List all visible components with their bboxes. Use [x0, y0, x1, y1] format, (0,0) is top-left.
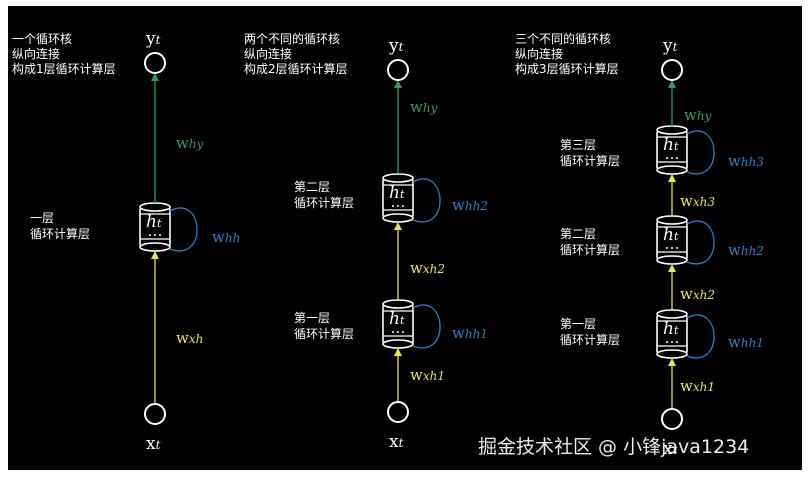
weight-whh-c1-1: whh: [212, 228, 241, 246]
cell-dot-c2-l1: [392, 331, 394, 333]
caption-col2: 两个不同的循环核纵向连接构成2层循环计算层: [244, 32, 348, 76]
cell-dot-c1-l1: [149, 234, 151, 236]
weight-wxh-c2-2: wxh2: [410, 259, 445, 277]
recurrent-loop-c3-l2: [686, 220, 715, 265]
cell-dot-c3-l3: [666, 157, 668, 159]
cell-dot-c1-l1: [154, 234, 156, 236]
input-label-c2: xt: [389, 432, 404, 452]
input-node-c3: [661, 408, 683, 430]
cell-dot-c1-l1: [159, 234, 161, 236]
cell-state-label-c2-l2: ht: [389, 183, 405, 203]
cell-dot-c2-l2: [397, 205, 399, 207]
cell-dot-c2-l2: [392, 205, 394, 207]
layer-label-col3-1: 第一层循环计算层: [560, 317, 621, 347]
cell-state-label-c3-l3: ht: [663, 135, 679, 155]
recurrent-loop-c2-l1: [412, 304, 441, 349]
layer-label-col3-3: 第三层循环计算层: [560, 138, 621, 168]
cell-bottom-c3-l2: [656, 255, 688, 265]
weight-why-c3: why: [684, 106, 712, 124]
weight-wxh-c3-2: wxh2: [680, 285, 715, 303]
weight-why-c1: why: [176, 134, 204, 152]
cell-bottom-c3-l1: [656, 349, 688, 359]
weight-wxh-c2-1: wxh1: [410, 366, 445, 384]
output-label-c1: yt: [146, 29, 161, 49]
cell-dot-c3-l2: [676, 247, 678, 249]
cell-bottom-c3-l3: [656, 165, 688, 175]
recurrent-loop-c3-l1: [686, 314, 715, 359]
cell-dot-c3-l2: [671, 247, 673, 249]
layer-label-col2-1: 第一层循环计算层: [294, 311, 355, 341]
output-label-c2: yt: [389, 36, 404, 56]
input-label-c1: xt: [146, 434, 161, 454]
cell-top-c3-l1: [656, 309, 688, 319]
layer-label-col2-2: 第二层循环计算层: [294, 180, 355, 210]
cell-dot-c2-l2: [402, 205, 404, 207]
output-node-c1: [144, 52, 166, 74]
recurrent-loop-c1-l1: [169, 207, 198, 252]
cell-top-c1-l1: [139, 202, 171, 212]
diagram-canvas: 一个循环核纵向连接构成1层循环计算层 一层循环计算层 两个不同的循环核纵向连接构…: [8, 6, 802, 470]
cell-dot-c3-l1: [671, 341, 673, 343]
cell-bottom-c2-l2: [382, 213, 414, 223]
watermark: 掘金技术社区 @ 小锋java1234: [478, 436, 750, 458]
cell-dot-c3-l3: [676, 157, 678, 159]
weight-whh-c3-1: whh1: [728, 333, 764, 351]
cell-state-label-c2-l1: ht: [389, 309, 405, 329]
cell-dot-c2-l1: [397, 331, 399, 333]
cell-top-c2-l2: [382, 173, 414, 183]
layer-label-col1-1: 一层循环计算层: [30, 211, 91, 241]
weight-whh-c3-2: whh2: [728, 241, 764, 259]
output-label-c3: yt: [663, 36, 678, 56]
weight-wxh-c3-1: wxh1: [680, 377, 715, 395]
caption-col1: 一个循环核纵向连接构成1层循环计算层: [12, 32, 116, 76]
weight-whh-c3-3: whh3: [728, 152, 764, 170]
cell-bottom-c2-l1: [382, 339, 414, 349]
cell-dot-c2-l1: [402, 331, 404, 333]
cell-state-label-c3-l1: ht: [663, 319, 679, 339]
cell-top-c3-l2: [656, 215, 688, 225]
cell-state-label-c1-l1: ht: [146, 212, 162, 232]
recurrent-loop-c3-l3: [686, 130, 715, 175]
cell-state-label-c3-l2: ht: [663, 225, 679, 245]
weight-why-c2: why: [410, 98, 438, 116]
weight-wxh-c1-1: wxh: [176, 329, 204, 347]
caption-col3: 三个不同的循环核纵向连接构成3层循环计算层: [515, 32, 619, 76]
rnn-diagram: [139, 52, 715, 430]
weight-wxh-c3-3: wxh3: [680, 192, 715, 210]
cell-top-c3-l3: [656, 125, 688, 135]
cell-dot-c3-l1: [666, 341, 668, 343]
output-node-c3: [661, 59, 683, 81]
cell-dot-c3-l3: [671, 157, 673, 159]
input-node-c2: [387, 401, 409, 423]
recurrent-loop-c2-l2: [412, 178, 441, 223]
input-label-c3: xt: [663, 439, 678, 459]
cell-dot-c3-l2: [666, 247, 668, 249]
cell-top-c2-l1: [382, 299, 414, 309]
layer-label-col3-2: 第二层循环计算层: [560, 227, 621, 257]
cell-bottom-c1-l1: [139, 242, 171, 252]
weight-whh-c2-1: whh1: [452, 324, 488, 342]
input-node-c1: [144, 403, 166, 425]
weight-whh-c2-2: whh2: [452, 196, 488, 214]
output-node-c2: [387, 59, 409, 81]
cell-dot-c3-l1: [676, 341, 678, 343]
